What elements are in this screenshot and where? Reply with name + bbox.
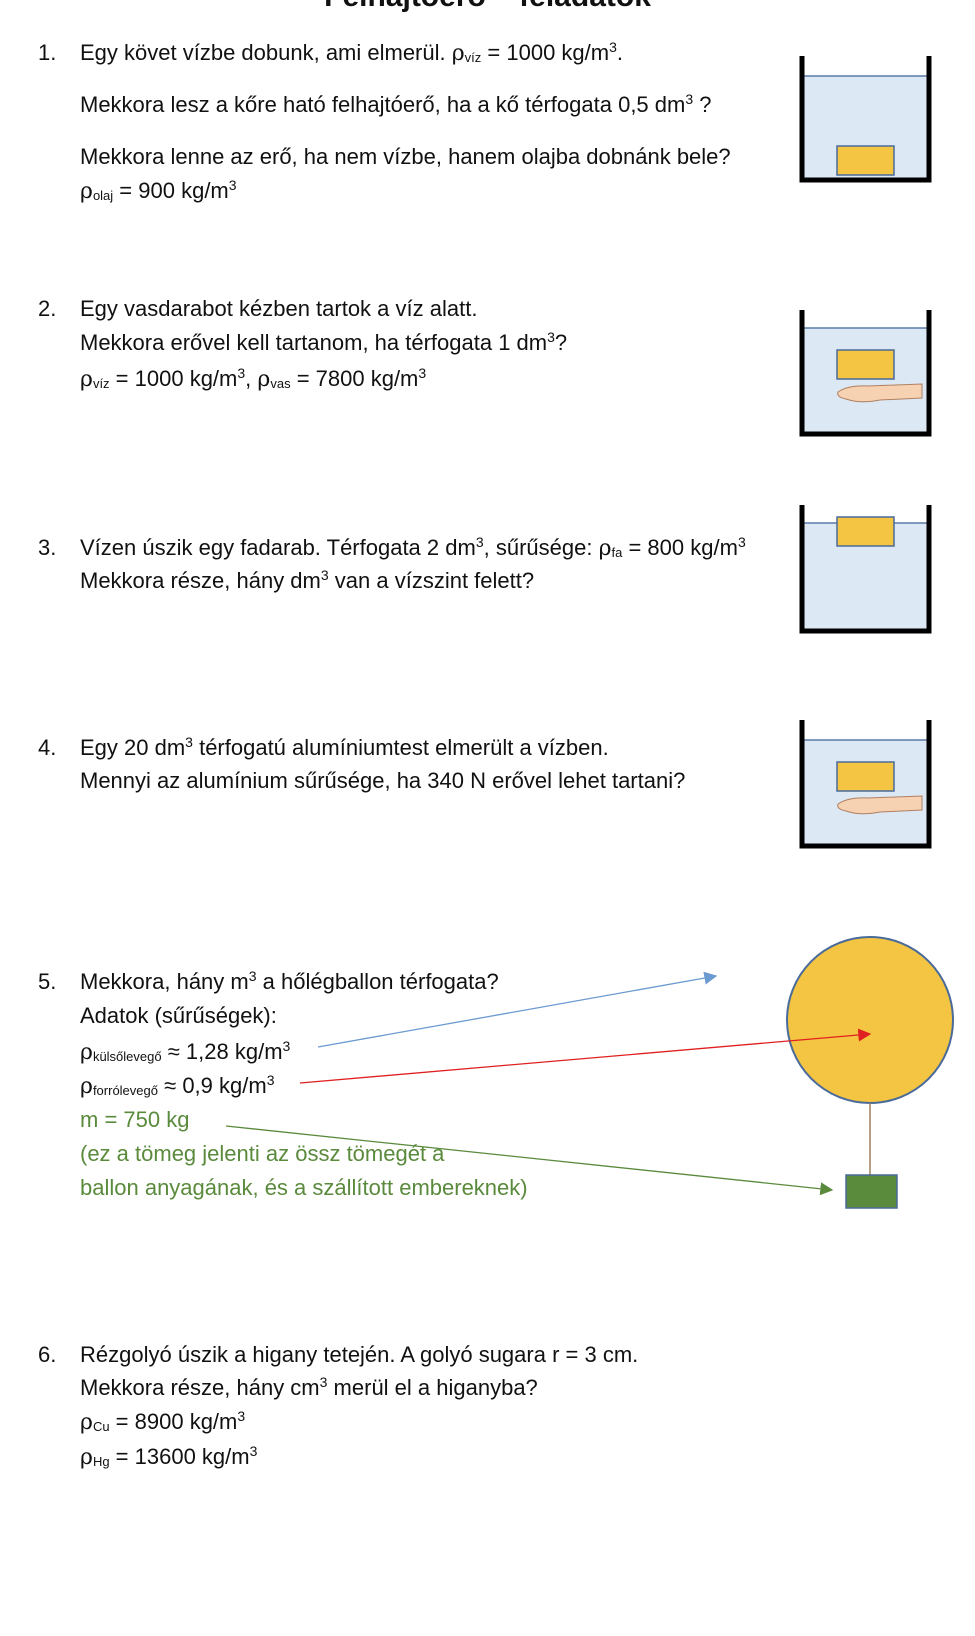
task-6-line-2: Mekkora része, hány cm3 merül el a higan… bbox=[80, 1374, 538, 1400]
stone-block-1 bbox=[836, 145, 895, 176]
balloon-diagram bbox=[225, 936, 954, 1209]
task-5-mass: m = 750 kg bbox=[80, 1107, 190, 1132]
balloon-basket bbox=[845, 1174, 898, 1209]
task-6-number: 6. bbox=[38, 1342, 57, 1367]
task-6-line-4: ρHg = 13600 kg/m3 bbox=[80, 1443, 258, 1470]
page-title: Felhajtóerő – feladatok bbox=[0, 0, 975, 14]
task-5-line-3: ρkülsőlevegő ≈ 1,28 kg/m3 bbox=[80, 1038, 291, 1065]
task-1-line-1: Egy követ vízbe dobunk, ami elmerül. ρví… bbox=[80, 39, 624, 66]
task-5-line-4: ρforrólevegő ≈ 0,9 kg/m3 bbox=[80, 1072, 275, 1099]
task-4-line-1: Egy 20 dm3 térfogatú alumíniumtest elmer… bbox=[80, 734, 609, 760]
task-6-line-3: ρCu = 8900 kg/m3 bbox=[80, 1408, 246, 1435]
task-5-line-2: Adatok (sűrűségek): bbox=[80, 1003, 277, 1028]
task-1-line-4: ρolaj = 900 kg/m3 bbox=[80, 177, 237, 204]
task-5-number: 5. bbox=[38, 969, 57, 994]
task-1-number: 1. bbox=[38, 40, 57, 65]
task-4-line-2: Mennyi az alumínium sűrűsége, ha 340 N e… bbox=[80, 768, 686, 793]
task-5-note-2: ballon anyagának, és a szállított embere… bbox=[80, 1175, 528, 1200]
task-2-line-2: Mekkora erővel kell tartanom, ha térfoga… bbox=[80, 329, 568, 355]
task-2-line-3: ρvíz = 1000 kg/m3, ρvas = 7800 kg/m3 bbox=[80, 365, 427, 392]
water-4 bbox=[802, 740, 929, 844]
arrow-red bbox=[299, 1028, 872, 1084]
container-2-diagram bbox=[799, 310, 932, 437]
water-2 bbox=[802, 328, 929, 432]
container-4-diagram bbox=[799, 720, 932, 849]
task-3-number: 3. bbox=[38, 535, 57, 560]
hand-icon-4 bbox=[837, 795, 923, 815]
task-3-line-1: Vízen úszik egy fadarab. Térfogata 2 dm3… bbox=[80, 534, 746, 561]
container-3-diagram bbox=[799, 505, 932, 634]
task-1-line-2: Mekkora lesz a kőre ható felhajtóerő, ha… bbox=[80, 91, 712, 117]
task-4-number: 4. bbox=[38, 735, 57, 760]
task-1-line-3: Mekkora lenne az erő, ha nem vízbe, hane… bbox=[80, 144, 731, 169]
task-5-line-1: Mekkora, hány m3 a hőlégballon térfogata… bbox=[80, 968, 499, 994]
wood-block bbox=[836, 516, 895, 547]
iron-block bbox=[836, 349, 895, 380]
aluminium-block bbox=[836, 761, 895, 792]
arrow-green bbox=[225, 1125, 834, 1196]
balloon bbox=[786, 936, 954, 1104]
container-1-diagram bbox=[799, 56, 932, 183]
arrow-blue bbox=[317, 971, 718, 1048]
task-2-line-1: Egy vasdarabot kézben tartok a víz alatt… bbox=[80, 296, 478, 321]
task-3-line-2: Mekkora része, hány dm3 van a vízszint f… bbox=[80, 567, 535, 593]
task-2-number: 2. bbox=[38, 296, 57, 321]
hand-icon-2 bbox=[837, 383, 923, 403]
task-5-note-1: (ez a tömeg jelenti az össz tömegét a bbox=[80, 1141, 445, 1166]
task-6-line-1: Rézgolyó úszik a higany tetején. A golyó… bbox=[80, 1342, 639, 1367]
